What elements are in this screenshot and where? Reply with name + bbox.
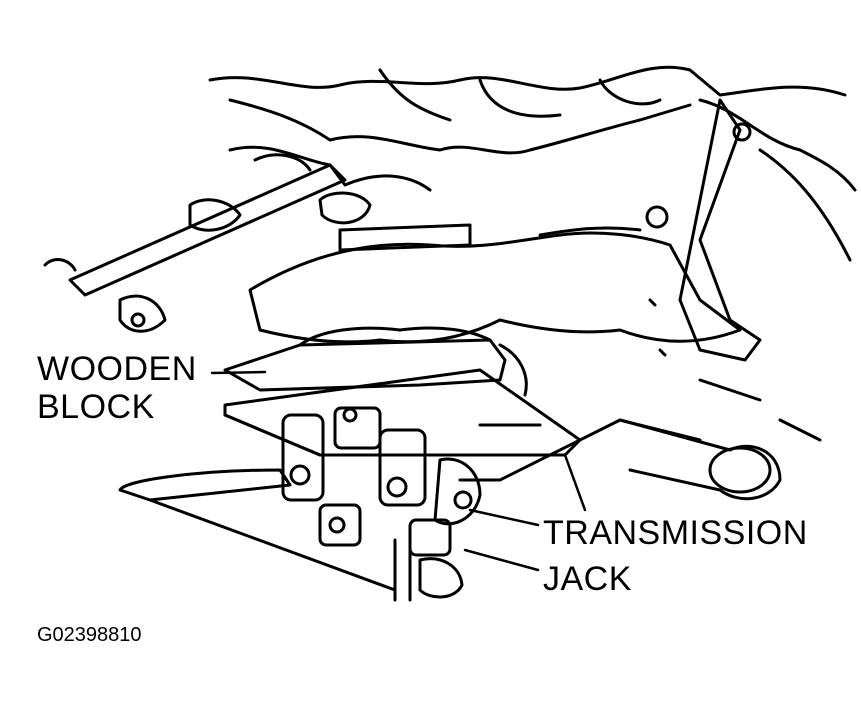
wooden-block-label: WOODEN BLOCK <box>37 350 197 426</box>
leader-lines <box>212 372 585 570</box>
wooden-block <box>225 328 526 395</box>
jack-mechanism <box>283 408 480 600</box>
transmission-case <box>120 193 740 355</box>
leader-transmission-jack-2 <box>470 510 538 525</box>
leader-wooden-block <box>212 372 265 373</box>
wooden-block-label-line1: WOODEN <box>37 350 197 388</box>
transmission-jack-label: TRANSMISSION JACK <box>543 510 808 602</box>
transmission-jack-label-line2: JACK <box>543 560 632 598</box>
leader-transmission-jack-3 <box>465 550 538 570</box>
vehicle-underbody <box>210 67 855 360</box>
leader-transmission-jack-1 <box>565 455 585 510</box>
figure-code: G02398810 <box>37 624 142 646</box>
drive-shaft <box>45 147 430 295</box>
jack-frame <box>120 380 820 590</box>
transmission-jack-label-line1: TRANSMISSION <box>543 514 808 552</box>
wooden-block-label-line2: BLOCK <box>37 388 155 426</box>
